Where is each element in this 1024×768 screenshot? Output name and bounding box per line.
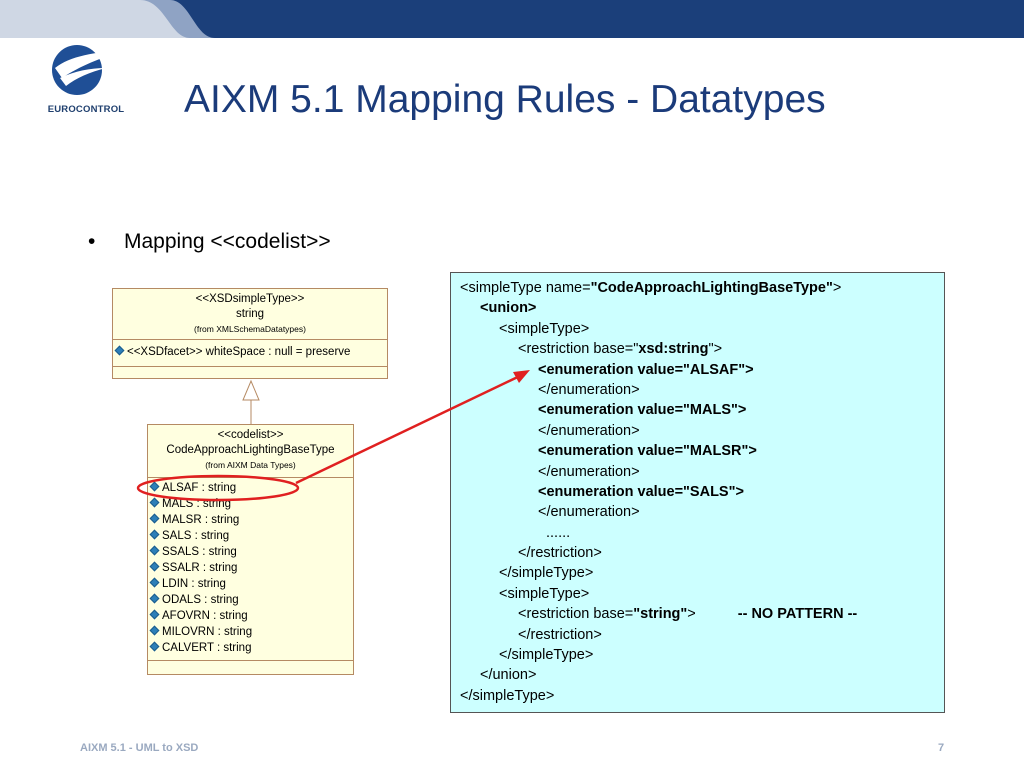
code-line: <enumeration value="ALSAF">: [538, 361, 754, 378]
code-line: <enumeration value="SALS">: [538, 483, 744, 500]
uml-package: (from AIXM Data Types): [205, 460, 296, 470]
bullet-text: Mapping <<codelist>>: [124, 230, 331, 253]
uml-attribute: ODALS : string: [148, 592, 353, 608]
code-line: </enumeration>: [538, 463, 640, 480]
uml-package: (from XMLSchemaDatatypes): [194, 324, 306, 334]
uml-attribute: <<XSDfacet>> whiteSpace : null = preserv…: [113, 340, 387, 364]
code-line: <restriction base="string">-- NO PATTERN…: [518, 606, 858, 623]
code-line: </enumeration>: [538, 422, 640, 439]
uml-attribute: SALS : string: [148, 528, 353, 544]
uml-class-codelist: <<codelist>> CodeApproachLightingBaseTyp…: [147, 424, 354, 675]
code-line: <simpleType name="CodeApproachLightingBa…: [460, 280, 842, 296]
header-banner: [0, 0, 1024, 38]
uml-class-xsd-string: <<XSDsimpleType>> string (from XMLSchema…: [112, 288, 388, 379]
code-line: <restriction base="xsd:string">: [518, 341, 723, 358]
attribute-icon: [149, 482, 160, 492]
uml-stereotype: <<codelist>>: [217, 429, 284, 441]
code-line: <enumeration value="MALS">: [538, 402, 747, 419]
uml-class-name: string: [235, 308, 265, 320]
code-line: <simpleType>: [499, 585, 590, 602]
uml-attribute: LDIN : string: [148, 576, 353, 592]
attribute-icon: [149, 610, 160, 620]
uml-class-name: CodeApproachLightingBaseType: [166, 444, 335, 456]
generalization-arrowhead: [242, 379, 260, 401]
eurocontrol-logo: EUROCONTROL: [40, 38, 132, 118]
uml-attribute: ALSAF : string: [148, 480, 353, 496]
uml-attribute: SSALS : string: [148, 544, 353, 560]
attribute-icon: [149, 626, 160, 636]
uml-attribute: CALVERT : string: [148, 640, 353, 656]
page-number: 7: [938, 742, 945, 754]
attribute-icon: [149, 546, 160, 556]
page-title: AIXM 5.1 Mapping Rules - Datatypes: [184, 78, 826, 121]
xsd-code-box: <simpleType name="CodeApproachLightingBa…: [450, 272, 945, 713]
code-line: <simpleType>: [499, 320, 590, 337]
code-line: </restriction>: [518, 626, 602, 643]
attribute-icon: [149, 562, 160, 572]
uml-attribute: MALS : string: [148, 496, 353, 512]
attribute-icon: [149, 642, 160, 652]
uml-attribute: AFOVRN : string: [148, 608, 353, 624]
code-line: </union>: [480, 667, 537, 684]
footer-text: AIXM 5.1 - UML to XSD: [80, 742, 199, 754]
code-line: </simpleType>: [460, 687, 555, 704]
attribute-icon: [149, 514, 160, 524]
code-line: </simpleType>: [499, 647, 594, 664]
uml-attribute: SSALR : string: [148, 560, 353, 576]
uml-attribute: MILOVRN : string: [148, 624, 353, 640]
code-line: </enumeration>: [538, 381, 640, 398]
attribute-icon: [149, 530, 160, 540]
logo-text: EUROCONTROL: [47, 104, 125, 115]
uml-stereotype: <<XSDsimpleType>>: [195, 293, 305, 305]
code-line: ......: [546, 524, 571, 541]
code-line: <enumeration value="MALSR">: [538, 443, 757, 460]
attribute-icon: [114, 346, 125, 356]
bullet-item: • Mapping <<codelist>>: [88, 230, 331, 254]
code-line: </restriction>: [518, 545, 602, 562]
uml-attribute: MALSR : string: [148, 512, 353, 528]
attribute-icon: [149, 578, 160, 588]
attribute-icon: [149, 594, 160, 604]
code-line: <union>: [480, 300, 537, 317]
bullet-symbol: •: [88, 230, 96, 253]
attribute-icon: [149, 498, 160, 508]
code-line: </enumeration>: [538, 504, 640, 521]
code-line: </simpleType>: [499, 565, 594, 582]
